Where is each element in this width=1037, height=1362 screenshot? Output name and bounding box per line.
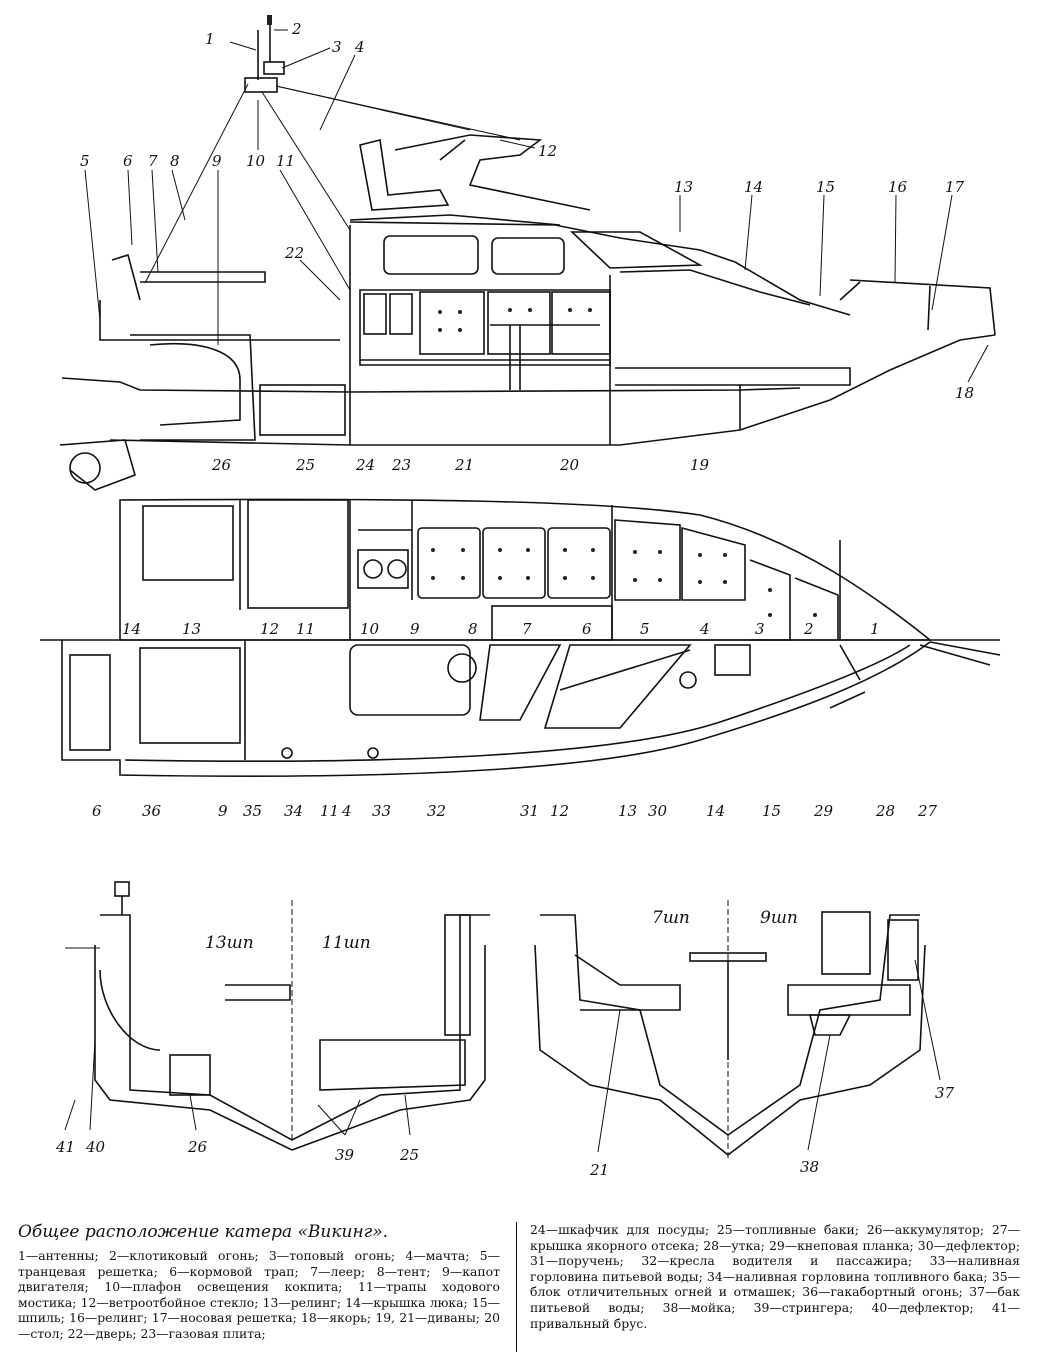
label-20: 20 [559, 456, 580, 474]
plan-view-labels: 26 25 24 23 21 20 19 14 13 12 11 10 9 8 … [92, 456, 938, 820]
label-38: 38 [800, 1158, 819, 1176]
label-39: 39 [335, 1146, 355, 1164]
cl-4: 4 [699, 620, 710, 638]
label-21: 21 [454, 456, 474, 474]
label-3: 3 [332, 38, 342, 56]
cl-11: 11 [296, 620, 315, 638]
cl-3: 3 [755, 620, 765, 638]
label-23: 23 [391, 456, 411, 474]
label-29: 29 [813, 802, 834, 820]
label-4: 4 [354, 38, 365, 56]
label-25b: 25 [399, 1146, 419, 1164]
label-22: 22 [284, 244, 304, 262]
label-16: 16 [888, 178, 908, 196]
cl-12: 12 [260, 620, 279, 638]
label-35: 35 [243, 802, 262, 820]
side-view-labels: 1 2 3 4 5 6 7 8 9 10 11 12 13 14 15 16 1… [80, 20, 974, 402]
label-40: 40 [85, 1138, 106, 1156]
label-21b: 21 [589, 1161, 609, 1179]
label-4b: 4 [341, 802, 352, 820]
label-1: 1 [205, 30, 215, 48]
label-6b: 6 [92, 802, 102, 820]
label-26: 26 [211, 456, 232, 474]
label-15: 15 [816, 178, 835, 196]
label-11: 11 [276, 152, 295, 170]
cl-7: 7 [522, 620, 532, 638]
label-30: 30 [648, 802, 668, 820]
label-18: 18 [955, 384, 974, 402]
cl-8: 8 [468, 620, 478, 638]
label-12: 12 [538, 142, 557, 160]
label-17: 17 [945, 178, 965, 196]
label-7: 7 [148, 152, 158, 170]
label-14: 14 [744, 178, 763, 196]
label-33: 33 [372, 802, 391, 820]
label-13b: 13 [618, 802, 637, 820]
label-32: 32 [427, 802, 446, 820]
label-36: 36 [142, 802, 162, 820]
cl-9: 9 [410, 620, 420, 638]
caption-legend-right: 24—шкафчик для посуды; 25—топливные баки… [530, 1222, 1020, 1331]
label-28: 28 [875, 802, 895, 820]
label-41: 41 [55, 1138, 75, 1156]
cl-10: 10 [360, 620, 380, 638]
caption-legend-left: 1—антенны; 2—клотиковый огонь; 3—топовый… [18, 1248, 500, 1341]
label-12b: 12 [550, 802, 569, 820]
label-37: 37 [935, 1084, 955, 1102]
section-13: 13шп [205, 933, 254, 953]
label-8: 8 [170, 152, 180, 170]
cl-2: 2 [803, 620, 814, 638]
label-9: 9 [212, 152, 222, 170]
cl-6: 6 [582, 620, 592, 638]
label-5: 5 [80, 152, 90, 170]
cross-section-labels: 13шп 11шп 7шп 9шп 41 40 26 39 25 21 38 3… [55, 908, 955, 1179]
caption-divider [516, 1222, 517, 1352]
cl-1: 1 [870, 620, 880, 638]
section-7: 7шп [652, 908, 690, 928]
label-26b: 26 [187, 1138, 208, 1156]
label-6: 6 [123, 152, 133, 170]
label-13: 13 [674, 178, 693, 196]
label-15b: 15 [762, 802, 781, 820]
label-2: 2 [291, 20, 302, 38]
label-19: 19 [690, 456, 710, 474]
label-9b: 9 [218, 802, 228, 820]
label-25: 25 [295, 456, 315, 474]
label-14b: 14 [706, 802, 725, 820]
caption-title: Общее расположение катера «Викинг». [18, 1222, 389, 1242]
section-11: 11шп [322, 933, 371, 953]
label-31: 31 [520, 802, 539, 820]
cross-section-right [534, 900, 941, 1160]
cl-14: 14 [122, 620, 141, 638]
side-view [59, 15, 996, 491]
cl-13: 13 [182, 620, 201, 638]
plan-view [40, 498, 1001, 778]
label-34: 34 [284, 802, 303, 820]
label-10: 10 [246, 152, 266, 170]
cross-section-left [64, 881, 490, 1151]
label-27: 27 [917, 802, 938, 820]
label-24: 24 [355, 456, 375, 474]
cl-5: 5 [640, 620, 650, 638]
section-9: 9шп [760, 908, 798, 928]
label-11b: 11 [320, 802, 339, 820]
